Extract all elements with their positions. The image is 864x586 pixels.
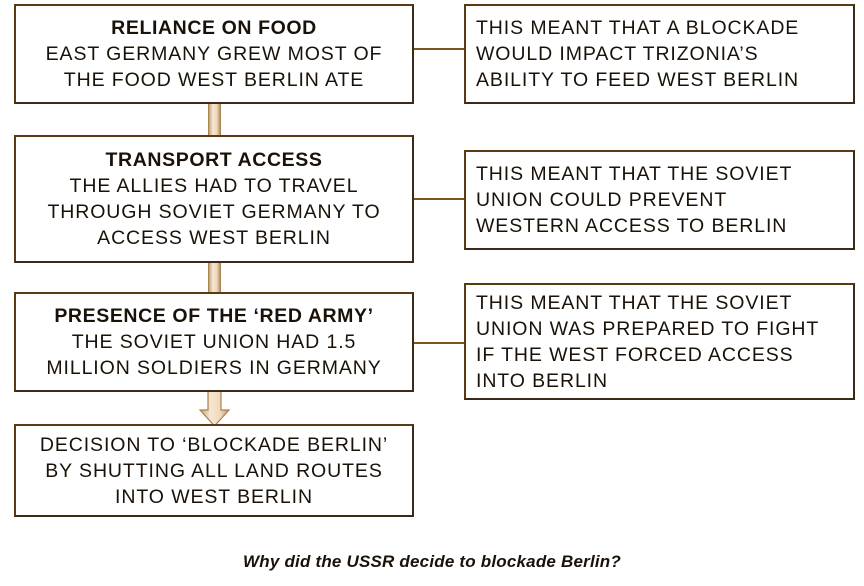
effect-line: THIS MEANT THAT A BLOCKADE: [476, 17, 800, 39]
effect-line: IF THE WEST FORCED ACCESS: [476, 343, 794, 366]
effect-box-reliance-on-food[interactable]: THIS MEANT THAT A BLOCKADE WOULD IMPACT …: [464, 4, 855, 104]
horizontal-connector-transport-to-effect: [410, 198, 468, 200]
cause-title: TRANSPORT ACCESS: [105, 149, 323, 171]
effect-line: THIS MEANT THAT THE SOVIET: [476, 163, 793, 185]
outcome-line: BY SHUTTING ALL LAND ROUTES: [45, 459, 383, 482]
effect-line: UNION WAS PREPARED TO FIGHT: [476, 317, 820, 340]
effect-box-presence-of-red-army[interactable]: THIS MEANT THAT THE SOVIET UNION WAS PRE…: [464, 283, 855, 400]
cause-box-reliance-on-food[interactable]: RELIANCE ON FOOD EAST GERMANY GREW MOST …: [14, 4, 414, 104]
horizontal-connector-food-to-effect: [410, 48, 468, 50]
vertical-connector-transport-to-red-army: [208, 259, 221, 296]
cause-body-line: THE SOVIET UNION HAD 1.5: [71, 331, 357, 353]
effect-line: THIS MEANT THAT THE SOVIET: [476, 291, 793, 314]
outcome-line: INTO WEST BERLIN: [115, 485, 313, 508]
cause-body-line: ACCESS WEST BERLIN: [97, 227, 331, 249]
cause-body-line: THE FOOD WEST BERLIN ATE: [63, 69, 365, 91]
outcome-box-decision-to-blockade-berlin[interactable]: DECISION TO ‘BLOCKADE BERLIN’ BY SHUTTIN…: [14, 424, 414, 517]
cause-box-transport-access[interactable]: TRANSPORT ACCESS THE ALLIES HAD TO TRAVE…: [14, 135, 414, 263]
cause-title: RELIANCE ON FOOD: [111, 17, 317, 39]
cause-body-line: THE ALLIES HAD TO TRAVEL: [69, 175, 359, 197]
effect-line: ABILITY TO FEED WEST BERLIN: [476, 69, 800, 91]
cause-box-presence-of-red-army[interactable]: PRESENCE OF THE ‘RED ARMY’ THE SOVIET UN…: [14, 292, 414, 392]
outcome-line: DECISION TO ‘BLOCKADE BERLIN’: [39, 433, 389, 456]
effect-box-transport-access[interactable]: THIS MEANT THAT THE SOVIET UNION COULD P…: [464, 150, 855, 250]
effect-line: WESTERN ACCESS TO BERLIN: [476, 215, 788, 237]
effect-line: WOULD IMPACT TRIZONIA’S: [476, 43, 759, 65]
cause-title: PRESENCE OF THE ‘RED ARMY’: [54, 305, 374, 327]
horizontal-connector-red-army-to-effect: [410, 342, 468, 344]
down-arrow-connector-red-army-to-decision: [198, 388, 231, 427]
cause-body-line: EAST GERMANY GREW MOST OF: [45, 43, 383, 65]
cause-body-line: THROUGH SOVIET GERMANY TO: [47, 201, 381, 223]
effect-line: INTO BERLIN: [476, 369, 608, 392]
cause-body-line: MILLION SOLDIERS IN GERMANY: [46, 357, 382, 379]
vertical-connector-food-to-transport: [208, 100, 221, 139]
diagram-caption: Why did the USSR decide to blockade Berl…: [243, 552, 621, 571]
effect-line: UNION COULD PREVENT: [476, 189, 728, 211]
